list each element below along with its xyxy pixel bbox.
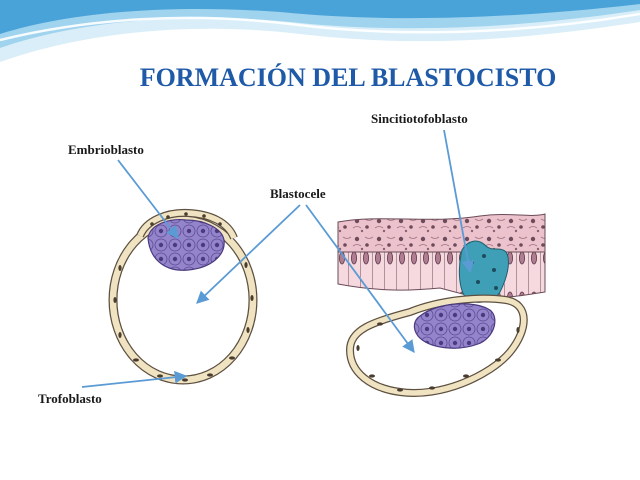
callout-arrows [81,129,475,388]
header-wave-decoration [0,0,640,62]
endometrium-stroma [337,213,546,253]
arrow-blastocele-right [305,204,415,354]
label-blastocele: Blastocele [270,186,326,201]
trophoblast-nuclei [113,262,254,382]
arrow-blastocele-left [196,204,301,304]
arrow-embrioblasto [117,159,179,239]
blastocyst-illustration [100,196,268,406]
implanting-embryoblast [413,303,496,349]
arrow-trofoblasto [81,370,188,388]
implantation-illustration [318,196,568,416]
label-embrioblasto: Embrioblasto [68,142,144,157]
label-trofoblasto: Trofoblasto [38,391,102,406]
label-sincitiotrofoblasto: Sincitiotofoblasto [371,111,468,126]
embryoblast-mass [147,219,225,271]
slide-title: FORMACIÓN DEL BLASTOCISTO [140,63,557,92]
arrow-sincitiotrofoblasto [443,129,475,274]
